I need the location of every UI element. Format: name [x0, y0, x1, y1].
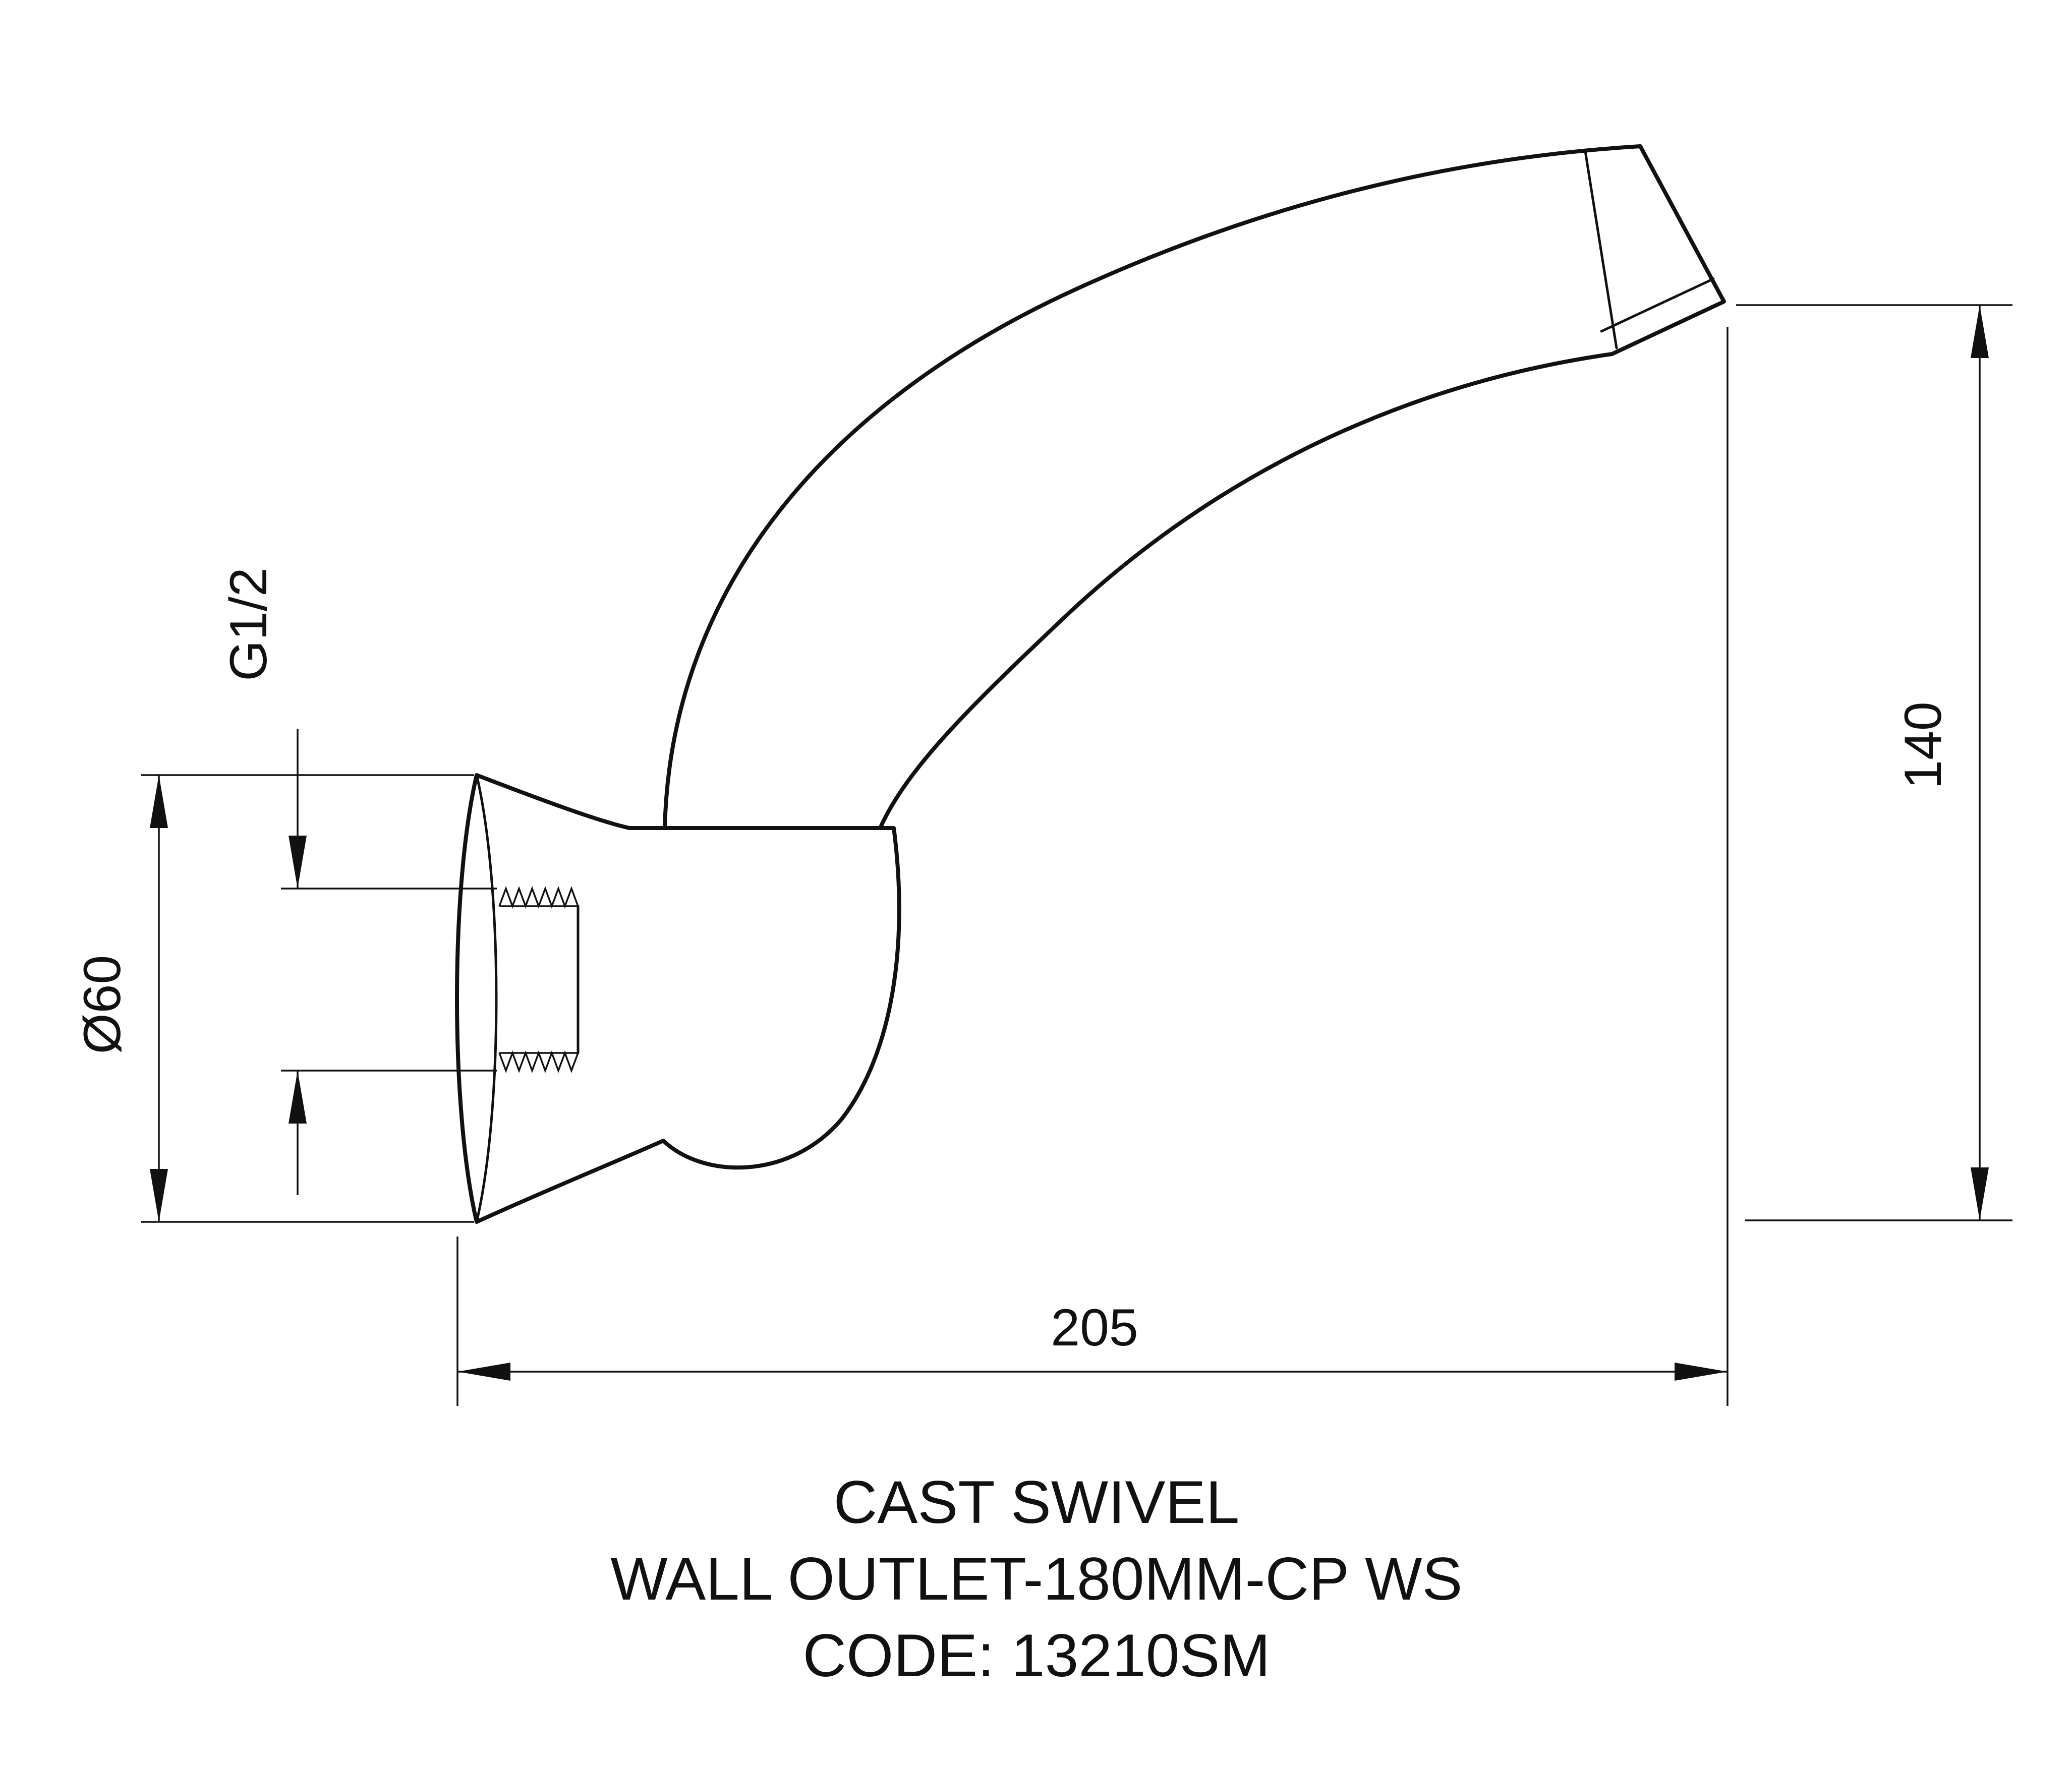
dim-flange-extension-lines — [141, 774, 474, 1223]
spout-body-outline — [455, 773, 901, 1224]
dim-height-arrow-top — [1971, 305, 1989, 358]
dim-height-arrow-bottom — [1971, 1167, 1989, 1220]
spout-reach-label: 205 — [1051, 1299, 1138, 1357]
dim-thread-extension-lines — [281, 888, 497, 1072]
thread-root-lines — [499, 905, 578, 1054]
dim-reach-extension-lines — [456, 327, 1729, 1406]
caption-product-code: CODE: 13210SM — [802, 1622, 1270, 1689]
caption-product-spec: WALL OUTLET-180MM-CP WS — [610, 1545, 1462, 1613]
dim-flange-arrow-top — [150, 775, 168, 828]
flange-diameter-label: Ø60 — [73, 955, 132, 1054]
dim-flange-arrow-bottom — [150, 1169, 168, 1222]
dim-thread-arrow-bottom — [289, 1071, 307, 1124]
dim-height-extension-lines — [1736, 304, 2012, 1221]
dim-reach-arrow-left — [457, 1363, 510, 1381]
drawing-annotations: Ø60 G1/2 140 205 CAST SWIVEL WALL OUTLET… — [73, 305, 1989, 1689]
spout-arm-outline — [663, 144, 1726, 830]
caption-product-name: CAST SWIVEL — [834, 1468, 1240, 1536]
drawing-geometry — [141, 144, 2012, 1406]
thread-size-label: G1/2 — [219, 567, 278, 681]
nozzle-joint-line — [1584, 150, 1618, 349]
dim-thread-arrow-top — [289, 836, 307, 889]
nozzle-face-inner-line — [1600, 277, 1715, 333]
dim-reach-arrow-right — [1675, 1363, 1728, 1381]
spout-height-label: 140 — [1894, 701, 1952, 789]
wall-flange-edge — [475, 774, 498, 1223]
